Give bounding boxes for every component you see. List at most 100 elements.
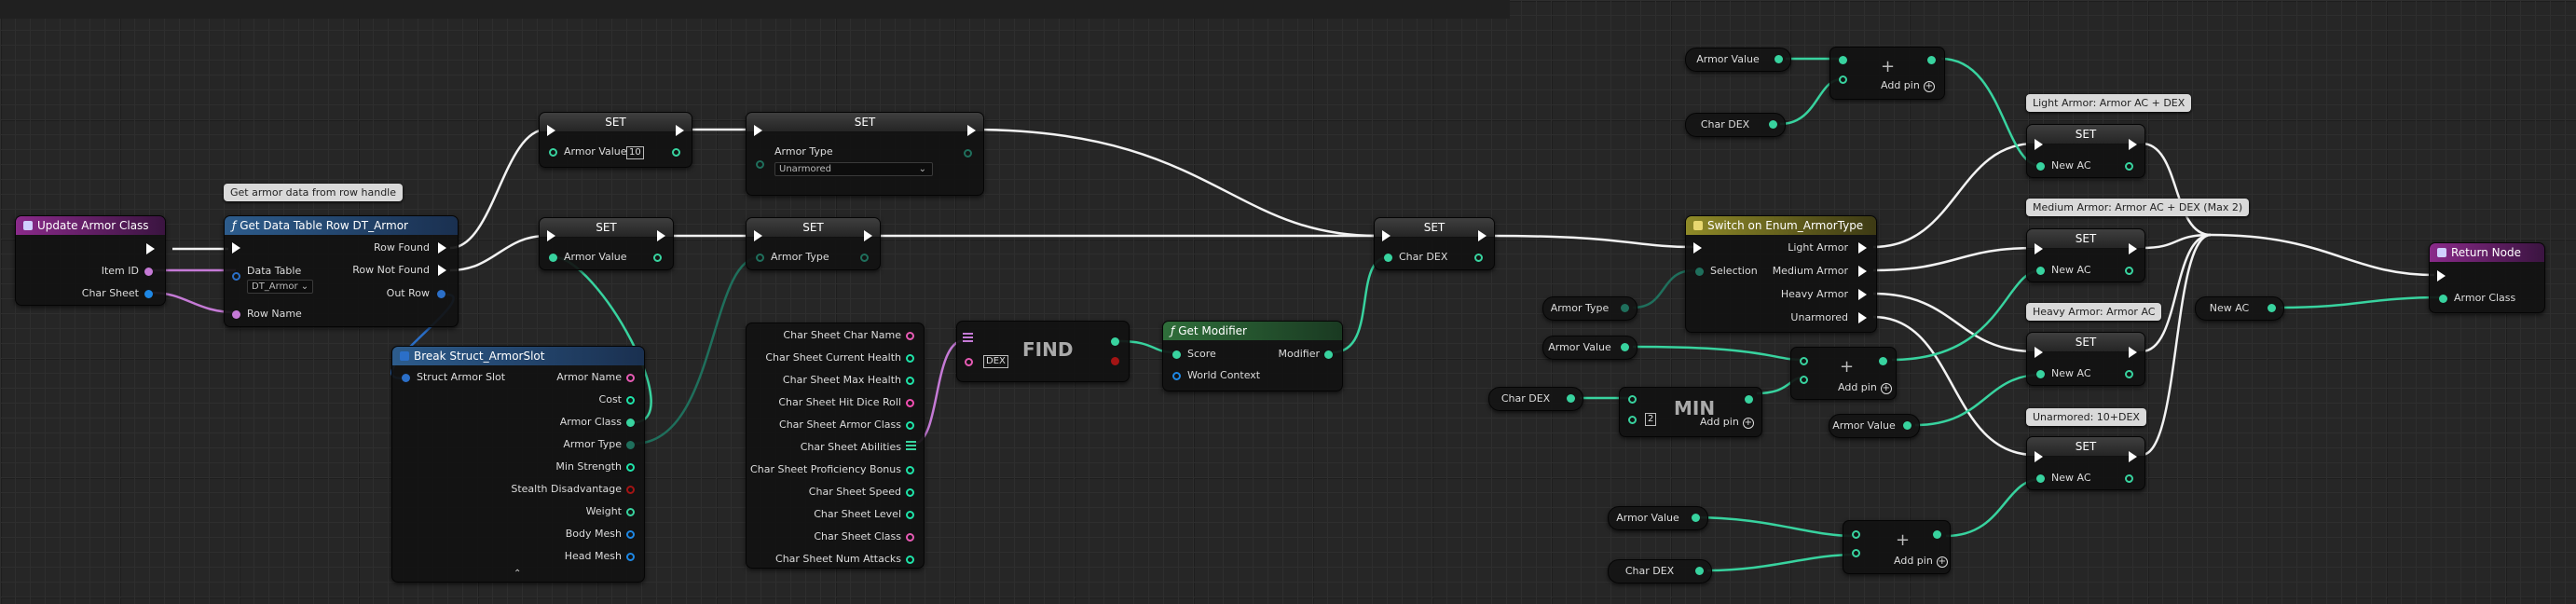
set-armor-value-node[interactable]: SET Armor Value — [539, 217, 674, 270]
exec-in-pin[interactable] — [2035, 139, 2043, 150]
struct-armor-slot-pin[interactable] — [402, 374, 410, 382]
switch-armor-type-node[interactable]: Switch on Enum_ArmorType Selection Light… — [1685, 215, 1877, 333]
armor-value-in-pin[interactable] — [549, 254, 557, 262]
set-new-ac-heavy-node[interactable]: SET New AC — [2026, 332, 2145, 386]
add-a-pin[interactable] — [1800, 357, 1808, 365]
armor-value-out-pin[interactable] — [672, 148, 680, 157]
armor-value-var-pin[interactable] — [1774, 55, 1783, 63]
add-pin-button[interactable]: Add pin+ — [1700, 416, 1754, 429]
armor-type-in-pin[interactable] — [756, 254, 764, 262]
weight-pin[interactable] — [626, 508, 635, 516]
armor-type-dropdown[interactable]: Unarmored⌄ — [774, 162, 933, 176]
item-id-pin[interactable] — [144, 268, 153, 276]
armor-type-getter[interactable]: Armor Type — [1542, 296, 1637, 321]
exec-in-pin[interactable] — [547, 230, 555, 241]
armor-type-pin[interactable] — [626, 441, 635, 449]
char-dex-out-pin[interactable] — [1474, 254, 1483, 262]
collapse-chevron-icon[interactable]: ⌃ — [514, 569, 522, 579]
exec-in-pin[interactable] — [2035, 347, 2043, 358]
new-ac-in-pin[interactable] — [2036, 162, 2045, 171]
min-a-pin[interactable] — [1628, 395, 1637, 404]
new-ac-in-pin[interactable] — [2036, 267, 2045, 275]
set-armor-type-literal-node[interactable]: SET Armor Type Unarmored⌄ — [746, 112, 984, 196]
exec-in-pin[interactable] — [547, 125, 555, 136]
update-armor-class-node[interactable]: Update Armor Class Item ID Char Sheet — [15, 215, 166, 306]
add-node-medium[interactable]: + Add pin+ — [1790, 347, 1897, 400]
exec-out-pin[interactable] — [2129, 139, 2137, 150]
new-ac-out-pin[interactable] — [2125, 474, 2133, 483]
comment-unarmored[interactable]: Unarmored: 10+DEX — [2026, 408, 2146, 426]
data-table-dropdown[interactable]: DT_Armor ⌄ — [247, 280, 314, 294]
light-armor-exec-pin[interactable] — [1858, 242, 1867, 254]
proficiency-pin[interactable] — [906, 466, 914, 474]
row-found-exec-pin[interactable] — [438, 242, 446, 254]
add-node-unarmored[interactable]: + Add pin+ — [1843, 520, 1951, 574]
armor-value-var-pin[interactable] — [1621, 343, 1629, 351]
cost-pin[interactable] — [626, 396, 635, 405]
armor-value-input[interactable]: 10 — [626, 146, 644, 159]
exec-out-pin[interactable] — [864, 230, 872, 241]
exec-in-pin[interactable] — [754, 230, 762, 241]
armor-value-getter-2[interactable]: Armor Value — [1542, 336, 1637, 360]
speed-pin[interactable] — [906, 488, 914, 497]
new-ac-var-pin[interactable] — [2268, 304, 2276, 312]
map-in-pin[interactable] — [963, 333, 973, 343]
exec-out-pin[interactable] — [676, 125, 684, 136]
hit-dice-pin[interactable] — [906, 399, 914, 407]
exec-out-pin[interactable] — [2129, 451, 2137, 462]
exec-in-pin[interactable] — [232, 242, 240, 254]
score-pin[interactable] — [1172, 350, 1181, 359]
exec-in-pin[interactable] — [1382, 230, 1391, 241]
set-new-ac-light-node[interactable]: SET New AC — [2026, 124, 2145, 178]
level-pin[interactable] — [906, 511, 914, 519]
exec-in-pin[interactable] — [1693, 242, 1702, 254]
set-armor-type-node[interactable]: SET Armor Type — [746, 217, 881, 270]
head-mesh-pin[interactable] — [626, 553, 635, 561]
comment-medium-armor[interactable]: Medium Armor: Armor AC + DEX (Max 2) — [2026, 199, 2250, 216]
add-pin-button[interactable]: Add pin+ — [1894, 555, 1948, 568]
min-out-pin[interactable] — [1745, 395, 1753, 404]
char-dex-var-pin[interactable] — [1695, 567, 1704, 575]
char-dex-in-pin[interactable] — [1384, 254, 1392, 262]
break-struct-armorslot-node[interactable]: Break Struct_ArmorSlot Struct Armor Slot… — [391, 346, 645, 583]
char-sheet-break-node[interactable]: Char Sheet Char Name Char Sheet Current … — [746, 323, 925, 569]
exec-out-pin[interactable] — [967, 125, 976, 136]
char-dex-var-pin[interactable] — [1769, 120, 1777, 129]
armor-type-in-pin[interactable] — [756, 160, 764, 169]
armor-name-pin[interactable] — [626, 374, 635, 382]
comment-light-armor[interactable]: Light Armor: Armor AC + DEX — [2026, 94, 2192, 112]
set-new-ac-medium-node[interactable]: SET New AC — [2026, 228, 2145, 282]
exec-in-pin[interactable] — [754, 125, 762, 136]
armor-type-var-pin[interactable] — [1621, 304, 1629, 312]
armor-value-out-pin[interactable] — [653, 254, 662, 262]
class-pin[interactable] — [906, 533, 914, 542]
add-pin-button[interactable]: Add pin+ — [1838, 381, 1892, 394]
data-table-pin[interactable] — [232, 272, 240, 281]
new-ac-out-pin[interactable] — [2125, 267, 2133, 275]
armor-value-getter[interactable]: Armor Value — [1685, 48, 1791, 72]
armor-class-return-pin[interactable] — [2439, 295, 2447, 303]
exec-out-pin[interactable] — [2129, 243, 2137, 254]
row-name-pin[interactable] — [232, 310, 240, 319]
char-dex-getter-2[interactable]: Char DEX — [1488, 387, 1583, 411]
exec-in-pin[interactable] — [2035, 243, 2043, 254]
add-out-pin[interactable] — [1933, 530, 1941, 539]
add-pin-button[interactable]: Add pin+ — [1881, 79, 1935, 92]
exec-in-pin[interactable] — [2437, 270, 2446, 281]
add-out-pin[interactable] — [1927, 56, 1936, 64]
unarmored-exec-pin[interactable] — [1858, 312, 1867, 323]
min-strength-pin[interactable] — [626, 463, 635, 472]
exec-in-pin[interactable] — [2035, 451, 2043, 462]
min-node[interactable]: 2 MIN Add pin+ — [1619, 387, 1762, 437]
armor-value-var-pin[interactable] — [1903, 421, 1911, 430]
exec-out-pin[interactable] — [657, 230, 665, 241]
find-key-input[interactable]: DEX — [983, 355, 1008, 368]
selection-pin[interactable] — [1695, 268, 1704, 276]
add-a-pin[interactable] — [1839, 56, 1847, 64]
medium-armor-exec-pin[interactable] — [1858, 266, 1867, 277]
stealth-disadvantage-pin[interactable] — [626, 486, 635, 494]
add-a-pin[interactable] — [1852, 530, 1860, 539]
armor-value-getter-4[interactable]: Armor Value — [1608, 506, 1708, 530]
new-ac-out-pin[interactable] — [2125, 162, 2133, 171]
